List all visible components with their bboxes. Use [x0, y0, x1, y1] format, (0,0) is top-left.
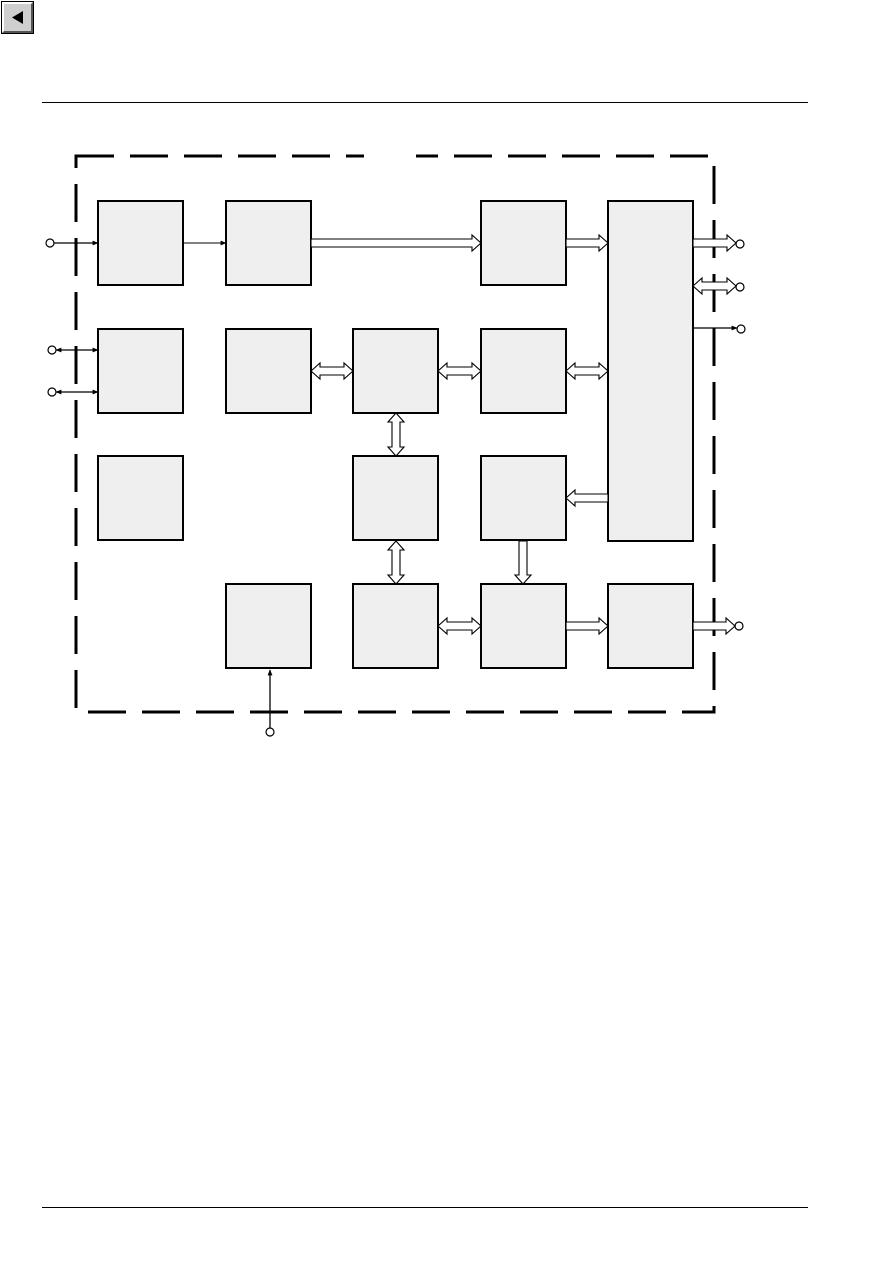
block-r1c1: [97, 200, 184, 286]
block-r4c3: [352, 583, 439, 669]
bus-r3c4-to-r4c4: [513, 540, 533, 585]
block-r3c4: [480, 455, 567, 541]
bus-r2c2-r2c3: [310, 361, 354, 381]
bus-r4c3-r4c4: [437, 616, 482, 636]
pin-io-2: [47, 387, 57, 397]
left-triangle-icon: [12, 11, 23, 24]
bus-r3c3-r4c3: [386, 540, 406, 585]
pin-in-1: [45, 238, 55, 248]
bus-col5-to-r3c4: [565, 488, 609, 508]
block-r3c1: [97, 455, 184, 541]
bus-r2c4-col5: [565, 361, 609, 381]
back-button[interactable]: [1, 1, 34, 34]
boundary-gap: [364, 152, 416, 160]
pin-out-2: [735, 282, 745, 292]
pin-io-1: [47, 345, 57, 355]
block-r2c1: [97, 328, 184, 414]
block-col5-tall: [607, 200, 694, 542]
block-r2c2: [225, 328, 312, 414]
bus-col5-to-pin-out-1: [692, 233, 737, 253]
pin-out-1: [735, 239, 745, 249]
header-rule: [42, 102, 808, 103]
bus-r4c4-to-r4c5: [565, 616, 609, 636]
pin-out-3: [736, 324, 746, 334]
bus-r1c2-to-r1c4: [310, 233, 482, 253]
pin-in-2: [265, 727, 275, 737]
block-r2c3: [352, 328, 439, 414]
block-r4c5: [607, 583, 694, 669]
bus-r4c5-to-pin-out-4: [692, 616, 736, 636]
bus-r1c4-to-col5: [565, 233, 609, 253]
block-r1c2: [225, 200, 312, 286]
block-r1c4: [480, 200, 567, 286]
pin-out-4: [734, 621, 744, 631]
bus-r2c3-r3c3: [386, 412, 406, 457]
footer-rule: [42, 1207, 808, 1208]
block-r4c4: [480, 583, 567, 669]
bus-col5-pin-out-2: [692, 276, 737, 296]
block-r2c4: [480, 328, 567, 414]
bus-r2c3-r2c4: [437, 361, 482, 381]
block-r3c3: [352, 455, 439, 541]
chip-boundary: [74, 154, 716, 714]
block-r4c2: [225, 583, 312, 669]
